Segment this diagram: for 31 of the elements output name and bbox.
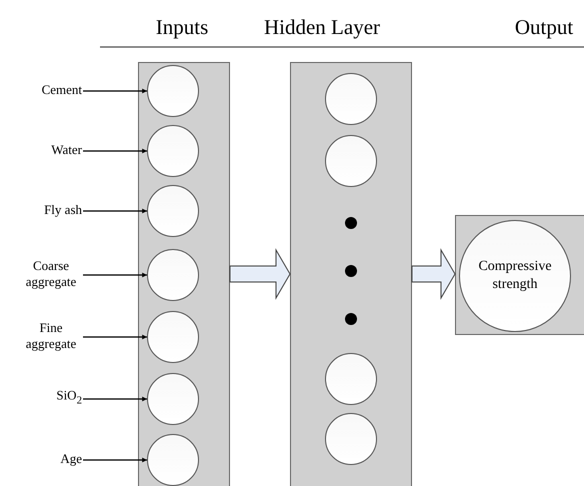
neuron-circle: [147, 185, 199, 237]
input-label: Coarse aggregate: [20, 258, 82, 290]
node-label: Compressive strength: [477, 258, 553, 294]
arrow: [83, 272, 147, 278]
neuron-circle: [147, 65, 199, 117]
input-label: Cement: [42, 82, 82, 98]
neuron-circle: [147, 311, 199, 363]
column-heading: Output: [514, 14, 574, 40]
neuron-circle: [325, 135, 377, 187]
arrow: [83, 334, 147, 340]
input-label: Age: [60, 451, 82, 467]
arrow: [83, 458, 147, 462]
neuron-circle: [147, 125, 199, 177]
input-label: Fly ash: [44, 202, 82, 218]
neuron-circle: [147, 373, 199, 425]
neuron-circle: [147, 434, 199, 486]
arrow: [83, 396, 147, 402]
block-arrow: [412, 248, 456, 300]
input-label: Water: [51, 142, 82, 158]
layer-heading: Hidden Layer: [264, 14, 380, 40]
input-label: SiO$_{2}$: [56, 388, 82, 408]
arrow: [83, 148, 147, 154]
layer-heading: Inputs: [156, 14, 208, 40]
input-label: Fine aggregate: [20, 320, 82, 352]
arrow: [83, 88, 147, 94]
neuron-circle: [325, 73, 377, 125]
arrow: [83, 208, 147, 214]
neuron-circle: [147, 249, 199, 301]
neuron-circle: [325, 413, 377, 465]
block-arrow: [230, 248, 291, 300]
neuron-circle: [325, 353, 377, 405]
